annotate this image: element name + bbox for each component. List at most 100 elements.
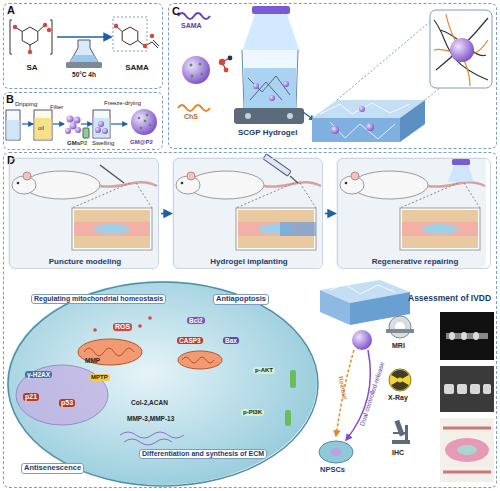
photoinitiator (228, 56, 233, 61)
node-label: SA (9, 63, 55, 72)
panel-b-art (93, 110, 110, 138)
node-label: Regenerative repairing (338, 257, 492, 266)
surgery-scene: Hydrogel implanting (173, 158, 323, 269)
flow-arrow (161, 213, 171, 215)
xray-image (444, 384, 454, 394)
sa-molecule (22, 27, 38, 45)
panel-c-art (287, 113, 293, 119)
microscope-icon (392, 420, 410, 444)
panel-c-art (430, 10, 492, 88)
mri-image (440, 312, 494, 360)
node-label: Puncture modeling (10, 257, 160, 266)
mri-image (473, 332, 479, 340)
flask-heater (70, 55, 98, 62)
mri-image (461, 332, 467, 340)
radiation-icon (389, 369, 411, 391)
mitochondrion (178, 351, 222, 369)
panel-b-art (140, 127, 143, 130)
panel-b-art (138, 114, 152, 130)
annotation-label: SCGP Hydrogel (238, 128, 297, 137)
panel-b-art (95, 121, 108, 134)
xray-image (440, 366, 494, 412)
edge-label: 50°C 4h (72, 71, 96, 78)
pathway-label: Antiapoptosis (213, 294, 269, 305)
membrane-receptor (290, 370, 296, 388)
sa-molecule (10, 20, 52, 54)
panel-frame: DPuncture modelingHydrogel implantingReg… (3, 152, 497, 488)
panel-b-art (53, 123, 64, 124)
panel-b-art (22, 123, 33, 124)
xray-image (440, 366, 494, 412)
panel-c-art (434, 18, 488, 80)
panel-b-art (6, 110, 20, 140)
panel-c-art (252, 6, 290, 14)
annotation-label: GMs (67, 140, 80, 147)
panel-d-art (319, 441, 353, 463)
syringe (290, 176, 298, 183)
panel-b-art (65, 128, 71, 134)
panel-b-art (74, 117, 81, 124)
panel-c-art (248, 76, 290, 100)
mitochondrion (182, 357, 214, 363)
sama-molecule (122, 27, 138, 45)
panel-letter: B (6, 93, 14, 106)
annotation-label: Release (337, 376, 349, 401)
sama-molecule (114, 24, 118, 28)
surgery-scene: Puncture modeling (9, 158, 159, 269)
pathway-label: ROS (113, 323, 132, 331)
panel-d-art (352, 330, 372, 350)
panel-c-art (245, 113, 251, 119)
panel-c-art (182, 56, 210, 84)
pathway-label: γ-H2AX (25, 371, 52, 378)
microscope-icon (393, 432, 407, 434)
pathway-label: p21 (23, 393, 39, 401)
panel-b-art (102, 128, 108, 134)
panel-c-art (320, 103, 410, 139)
panel-b-art (131, 109, 157, 135)
histology-image (443, 428, 491, 472)
panel-c-art (400, 100, 425, 142)
panel-c-art (242, 14, 300, 52)
photoinitiator (224, 68, 229, 73)
sa-molecule (10, 20, 52, 54)
panel-d-art (120, 432, 184, 445)
panel-b-art (35, 118, 52, 140)
radiation-icon (391, 370, 408, 390)
photoinitiator (219, 56, 233, 73)
panel-c-art (178, 105, 210, 111)
histology-image (440, 418, 494, 482)
panel-c-art (191, 75, 194, 78)
panel-d-art (148, 316, 152, 320)
annotation-label: Dual controlled-release (358, 361, 386, 427)
xray-image (483, 384, 491, 394)
panel-c-art (253, 81, 289, 101)
sama-molecule (113, 17, 159, 51)
annotation-label: Filter (50, 104, 63, 111)
mri-image (446, 333, 488, 339)
panel-d-art (336, 157, 486, 268)
panel-b-art (149, 124, 152, 127)
annotation-label: X-Ray (388, 394, 408, 402)
flow-arrow (325, 213, 335, 215)
panel-d-art (100, 165, 124, 183)
uv-lamp (448, 165, 474, 182)
sama-molecule (153, 40, 159, 46)
sa-molecule (47, 28, 51, 32)
flask-heater (66, 62, 102, 68)
panel-b-art (94, 118, 110, 138)
panel-c-art (190, 63, 204, 78)
panel-d-art (93, 316, 152, 332)
sa-molecule (28, 50, 32, 54)
mri-image (449, 332, 479, 340)
mri-image (440, 312, 494, 360)
pathway-label: Col-2,ACAN (131, 399, 168, 406)
radiation-icon (389, 369, 411, 391)
panel-d-art (8, 157, 158, 268)
panel-b-art (34, 110, 52, 140)
annotation-label: Swelling (92, 140, 114, 147)
panel-b-art (7, 120, 20, 140)
panel-d-art (330, 448, 342, 456)
membrane-receptor (285, 410, 291, 426)
pathway-label: MMP (85, 357, 100, 364)
molecule-node: SA (9, 15, 55, 59)
